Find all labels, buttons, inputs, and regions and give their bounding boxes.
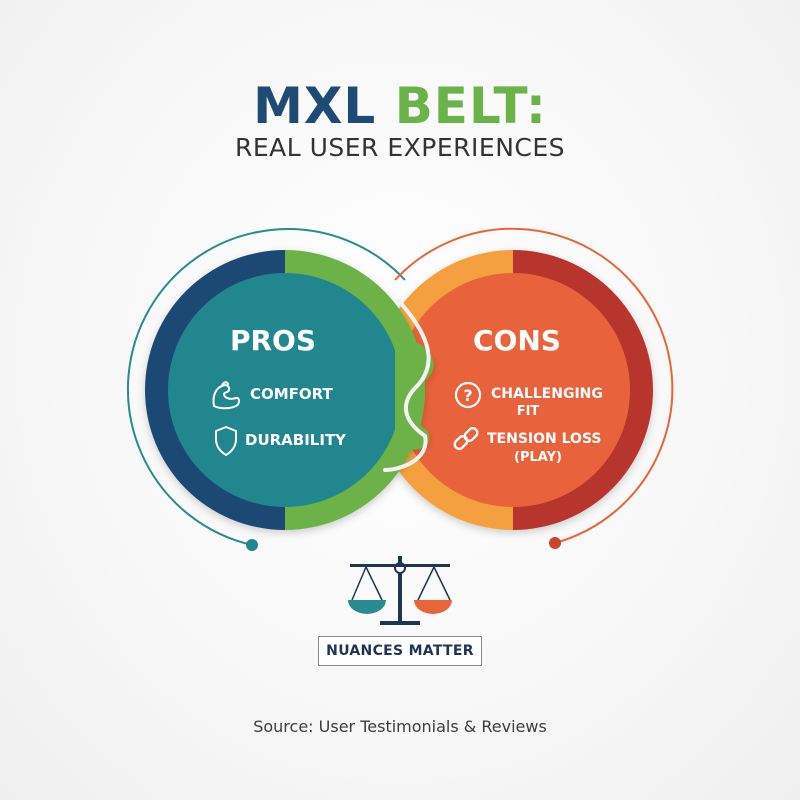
- pros-arc-end-dot: [246, 539, 258, 551]
- pros-outer-arc: [127, 228, 406, 546]
- svg-text:?: ?: [463, 386, 472, 405]
- question-circle-icon: ?: [454, 381, 482, 409]
- cons-title: CONS: [473, 324, 561, 357]
- shield-icon: [215, 426, 237, 456]
- cons-item-tension-line1: TENSION LOSS: [487, 431, 601, 447]
- pros-item-durability: DURABILITY: [245, 431, 347, 449]
- source-note: Source: User Testimonials & Reviews: [253, 717, 547, 736]
- nuances-badge: NUANCES MATTER: [318, 636, 482, 666]
- flexed-arm-icon: [212, 381, 240, 410]
- cons-circle: [373, 250, 653, 530]
- chain-link-icon: [453, 427, 479, 450]
- title-product: BELT:: [394, 77, 547, 135]
- page-subtitle: REAL USER EXPERIENCES: [234, 133, 566, 162]
- page-title: MXL BELT:: [0, 78, 800, 134]
- pros-title: PROS: [230, 324, 316, 357]
- cons-outer-arc: [394, 227, 674, 544]
- pros-circle: [145, 250, 434, 530]
- cons-item-fit-line1: CHALLENGING: [491, 386, 603, 402]
- cons-item-fit-line2: FIT: [517, 404, 540, 419]
- pros-item-comfort: COMFORT: [250, 385, 334, 403]
- balance-scale-icon: [348, 556, 452, 625]
- title-brand: MXL: [253, 77, 377, 135]
- cons-item-tension-line2: (PLAY): [514, 450, 562, 465]
- cons-arc-end-dot: [549, 537, 561, 549]
- interlock-outline: [383, 298, 431, 472]
- puzzle-tab: [395, 340, 434, 450]
